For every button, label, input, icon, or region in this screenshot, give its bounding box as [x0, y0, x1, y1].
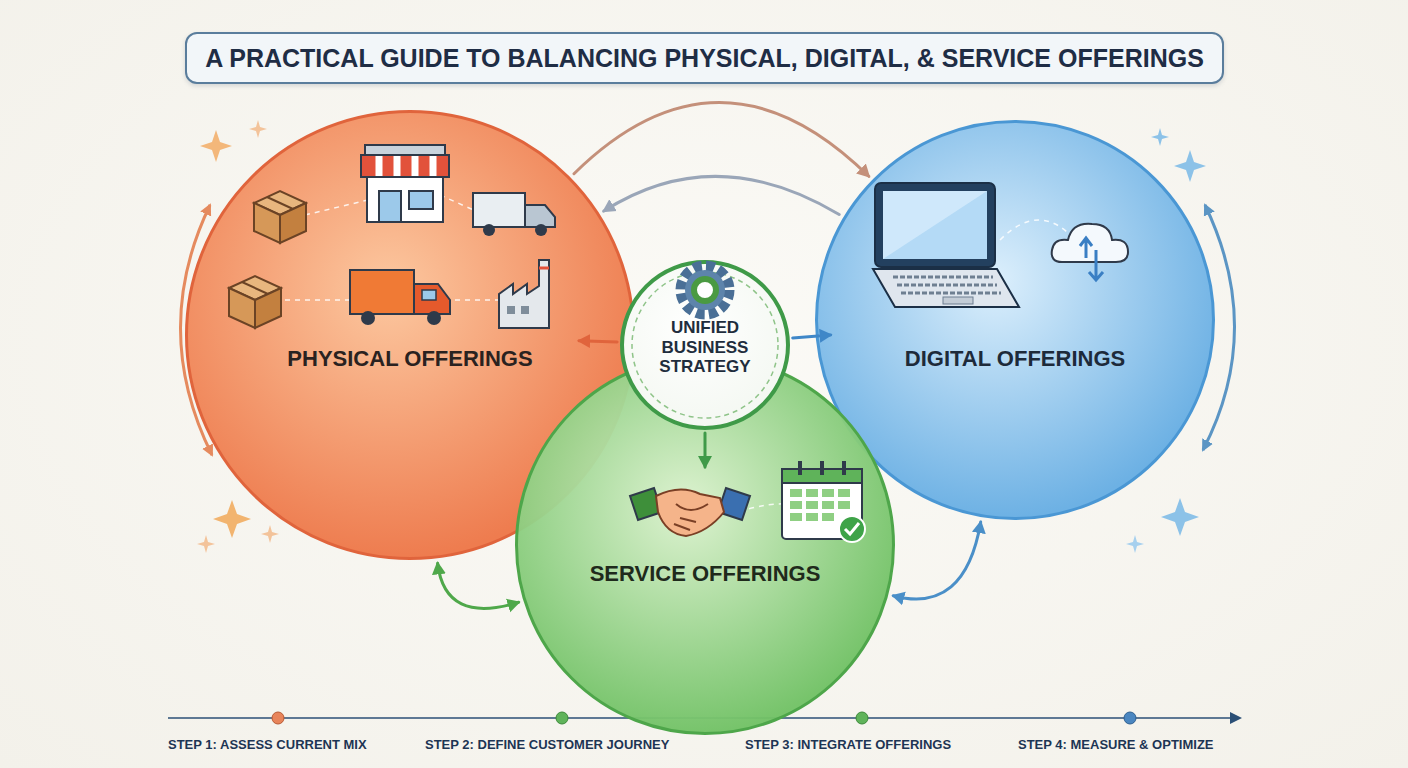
box-icon [254, 191, 306, 243]
step-label: STEP 2: DEFINE CUSTOMER JOURNEY [425, 737, 669, 752]
step-label: STEP 3: INTEGRATE OFFERINGS [745, 737, 951, 752]
connector-arrow [579, 341, 617, 342]
step-label: STEP 4: MEASURE & OPTIMIZE [1018, 737, 1214, 752]
truck-icon [473, 193, 555, 236]
connector-arrow [793, 335, 831, 338]
node-label: SERVICE OFFERINGS [590, 561, 821, 586]
connector-arrow [604, 176, 839, 214]
calendar-icon [782, 461, 865, 542]
circle-outline [815, 120, 1215, 520]
connector-arrow [704, 433, 707, 467]
connector-arrow [574, 102, 869, 176]
connector-arrow [893, 522, 980, 599]
handshake-icon [630, 488, 750, 536]
node-label: UNIFIED BUSINESS STRATEGY [641, 318, 769, 377]
gear-icon [681, 266, 729, 314]
title-banner: A PRACTICAL GUIDE TO BALANCING PHYSICAL,… [185, 32, 1224, 84]
node-label: DIGITAL OFFERINGS [905, 346, 1125, 371]
connector-arrow [438, 563, 519, 608]
node-label: PHYSICAL OFFERINGS [287, 346, 532, 371]
box-icon [229, 276, 281, 328]
strategy-hub-circle: UNIFIED BUSINESS STRATEGY [620, 260, 790, 430]
dashed-links [285, 195, 1075, 515]
title-text: A PRACTICAL GUIDE TO BALANCING PHYSICAL,… [205, 44, 1204, 73]
truck-icon [350, 270, 450, 325]
factory-icon [499, 260, 549, 328]
laptop-icon [873, 183, 1019, 307]
digital-circle: DIGITAL OFFERINGS [815, 120, 1215, 520]
step-label: STEP 1: ASSESS CURRENT MIX [168, 737, 367, 752]
store-icon [361, 145, 449, 222]
cloud-icon [1052, 224, 1128, 280]
